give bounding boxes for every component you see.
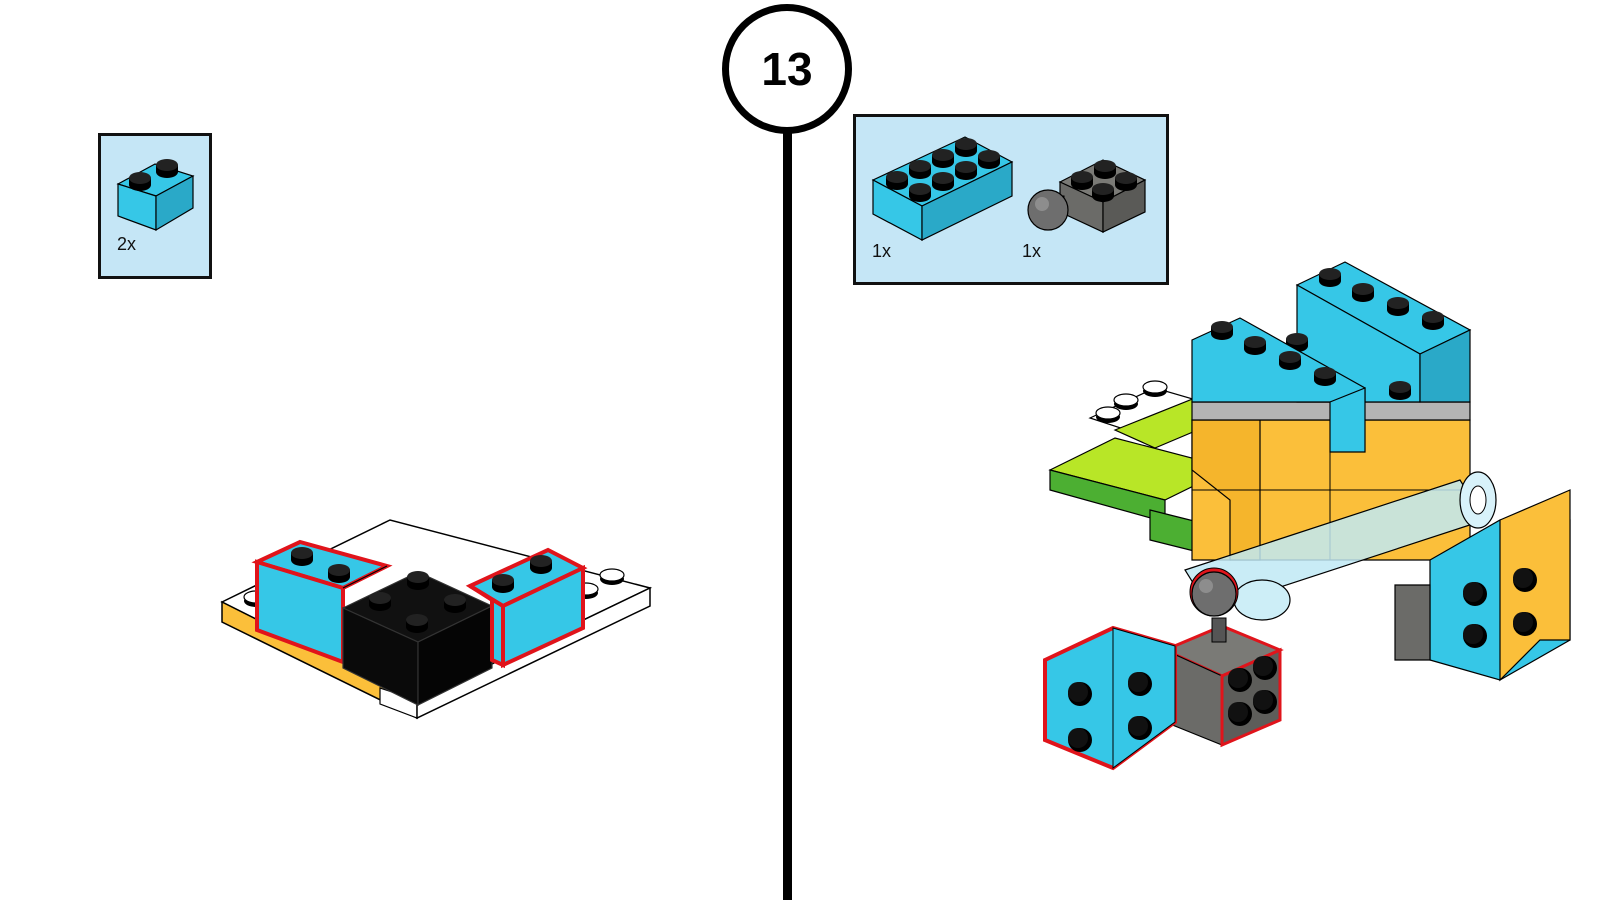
part-icon-blue-2x4-brick xyxy=(871,136,1014,241)
right-assembly-model xyxy=(1043,261,1571,771)
step-divider-line xyxy=(783,132,792,900)
right-part-quantity-ball-joint-brick: 1x xyxy=(1022,241,1042,261)
step-number: 13 xyxy=(761,43,813,95)
part-icon-ball-joint-brick xyxy=(1027,159,1147,233)
part-icon-blue-2x2-brick xyxy=(116,159,195,232)
left-part-quantity-blue-2x2: 2x xyxy=(117,234,137,254)
left-assembly-model xyxy=(220,519,653,720)
step-number-circle: 13 xyxy=(722,4,852,134)
right-part-quantity-blue-2x4: 1x xyxy=(872,241,892,261)
